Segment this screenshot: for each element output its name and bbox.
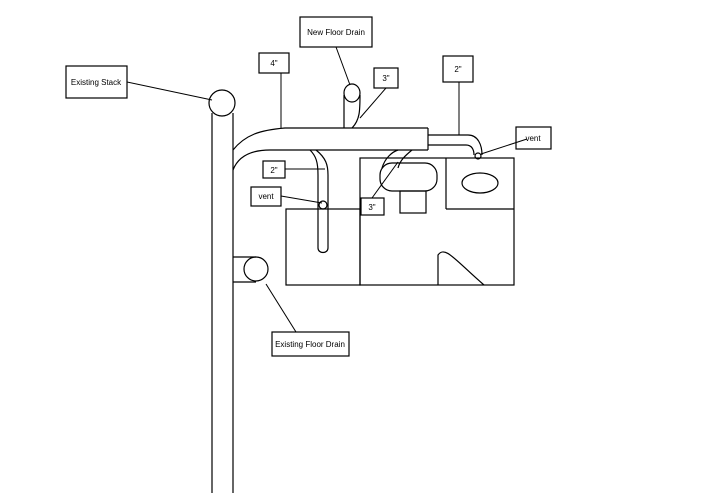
vent-left-label: vent — [258, 192, 274, 201]
size-2in-top-label: 2" — [454, 65, 461, 74]
size-2in-top-box — [442, 55, 474, 83]
size-2in-left-label: 2" — [270, 166, 277, 175]
existing-stack-pipe — [208, 89, 236, 493]
new-floor-drain-circle — [343, 83, 361, 103]
size-3in-top-label: 3" — [382, 74, 389, 83]
vent-line-right — [428, 134, 483, 160]
new-floor-drain-label: New Floor Drain — [307, 28, 365, 37]
existing-floor-drain-pipe — [233, 256, 269, 283]
new-floor-drain-box — [299, 16, 373, 48]
size-3in-top-box — [373, 67, 399, 89]
leader-lines — [126, 46, 528, 333]
new-floor-drain-pipe — [343, 83, 361, 129]
existing-floor-drain-circle — [243, 256, 269, 282]
existing-stack-label: Existing Stack — [71, 78, 122, 87]
vent-right-label: vent — [525, 134, 541, 143]
door-swing — [437, 251, 485, 286]
existing-floor-drain-label: Existing Floor Drain — [275, 340, 345, 349]
bathroom-outline — [285, 157, 515, 286]
size-4in-box — [258, 52, 290, 74]
sink-fixture — [461, 172, 499, 194]
main-horizontal-pipe — [232, 127, 429, 171]
existing-stack-top-circle — [208, 89, 236, 117]
shower-area — [285, 208, 361, 286]
vent-left-box — [250, 186, 282, 207]
size-3in-bottom-label: 3" — [368, 203, 375, 212]
existing-stack-box — [65, 65, 128, 99]
size-4in-label: 4" — [270, 59, 277, 68]
vent-right-box — [515, 126, 552, 150]
vent-right-circle — [474, 152, 482, 160]
size-2in-left-box — [262, 160, 286, 179]
bathroom-room — [359, 157, 515, 286]
size-3in-bottom-box — [360, 197, 385, 216]
existing-floor-drain-box — [271, 331, 350, 357]
branch-pipe-left — [309, 149, 329, 254]
toilet-branch-pipe — [381, 149, 413, 169]
toilet-fixture — [379, 162, 438, 214]
